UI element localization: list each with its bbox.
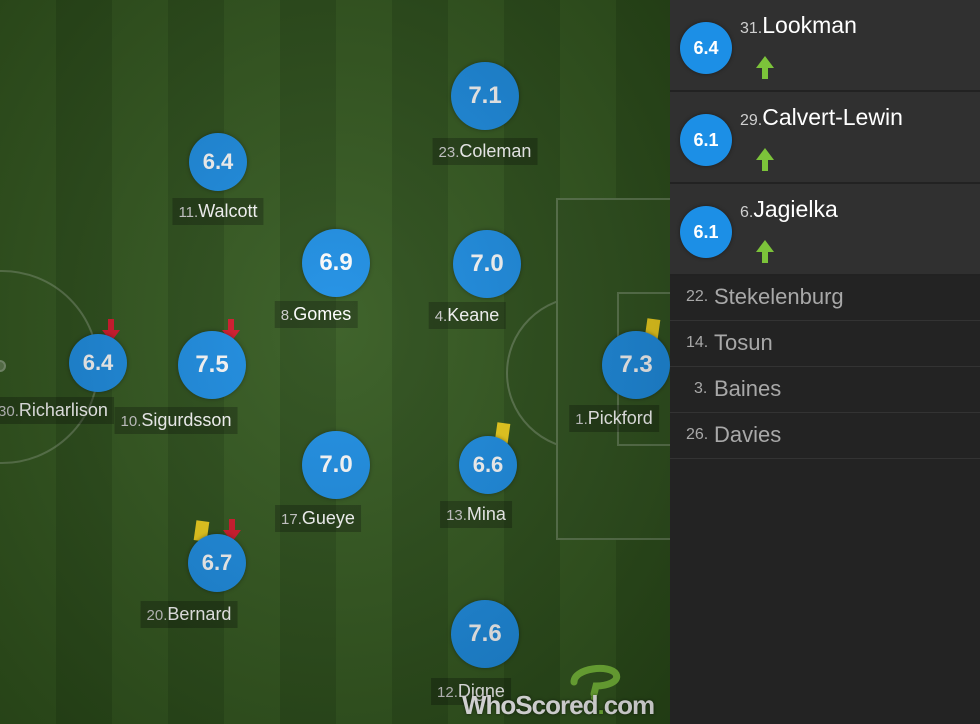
rating-bubble: 6.4	[189, 133, 247, 191]
substitute-name: 6.Jagielka	[740, 196, 838, 222]
whoscored-logo-icon	[570, 664, 621, 700]
substitute-name: 29.Calvert-Lewin	[740, 104, 903, 130]
player-label: 23.Coleman	[432, 138, 538, 165]
player-label: 12.Digne	[431, 678, 511, 705]
rating-bubble: 7.1	[451, 62, 519, 130]
player-label: 17.Gueye	[275, 505, 361, 532]
substitute-row[interactable]: 6.1 29.Calvert-Lewin	[670, 92, 980, 184]
rating-bubble: 6.7	[188, 534, 246, 592]
substitutes-panel: 6.4 31.Lookman 6.1 29.Calvert-Lewin 6.1 …	[670, 0, 980, 724]
player-label: 20.Bernard	[140, 601, 238, 628]
rating-bubble: 6.6	[459, 436, 517, 494]
rating-bubble: 6.4	[680, 22, 732, 74]
player-label: 30.Richarlison	[0, 397, 114, 424]
sub-on-icon	[754, 56, 776, 80]
rating-bubble: 6.1	[680, 206, 732, 258]
player-label: 1.Pickford	[569, 405, 659, 432]
player-label: 11.Walcott	[172, 198, 264, 225]
substitute-name: 31.Lookman	[740, 12, 857, 38]
rating-bubble: 7.0	[453, 230, 521, 298]
rating-bubble: 6.4	[69, 334, 127, 392]
rating-bubble: 7.0	[302, 431, 370, 499]
player-label: 4.Keane	[428, 302, 506, 329]
player-label: 10.Sigurdsson	[114, 407, 238, 434]
rating-bubble: 7.3	[602, 331, 670, 399]
rating-bubble: 6.9	[302, 229, 370, 297]
rating-bubble: 7.5	[178, 331, 246, 399]
sub-on-icon	[754, 148, 776, 172]
player-label: 13.Mina	[440, 501, 512, 528]
bench-row[interactable]: 14. Tosun	[670, 322, 980, 367]
bench-row[interactable]: 3. Baines	[670, 368, 980, 413]
bench-row[interactable]: 22. Stekelenburg	[670, 276, 980, 321]
substitute-row[interactable]: 6.1 6.Jagielka	[670, 184, 980, 276]
substitute-row[interactable]: 6.4 31.Lookman	[670, 0, 980, 92]
player-label: 8.Gomes	[274, 301, 358, 328]
rating-bubble: 7.6	[451, 600, 519, 668]
pitch: 7.1 23.Coleman 6.4 11.Walcott 6.9 8.Gome…	[0, 0, 670, 724]
center-spot	[0, 360, 6, 372]
sub-on-icon	[754, 240, 776, 264]
whoscored-watermark: WhoScored.com	[462, 690, 655, 720]
rating-bubble: 6.1	[680, 114, 732, 166]
bench-row[interactable]: 26. Davies	[670, 414, 980, 459]
